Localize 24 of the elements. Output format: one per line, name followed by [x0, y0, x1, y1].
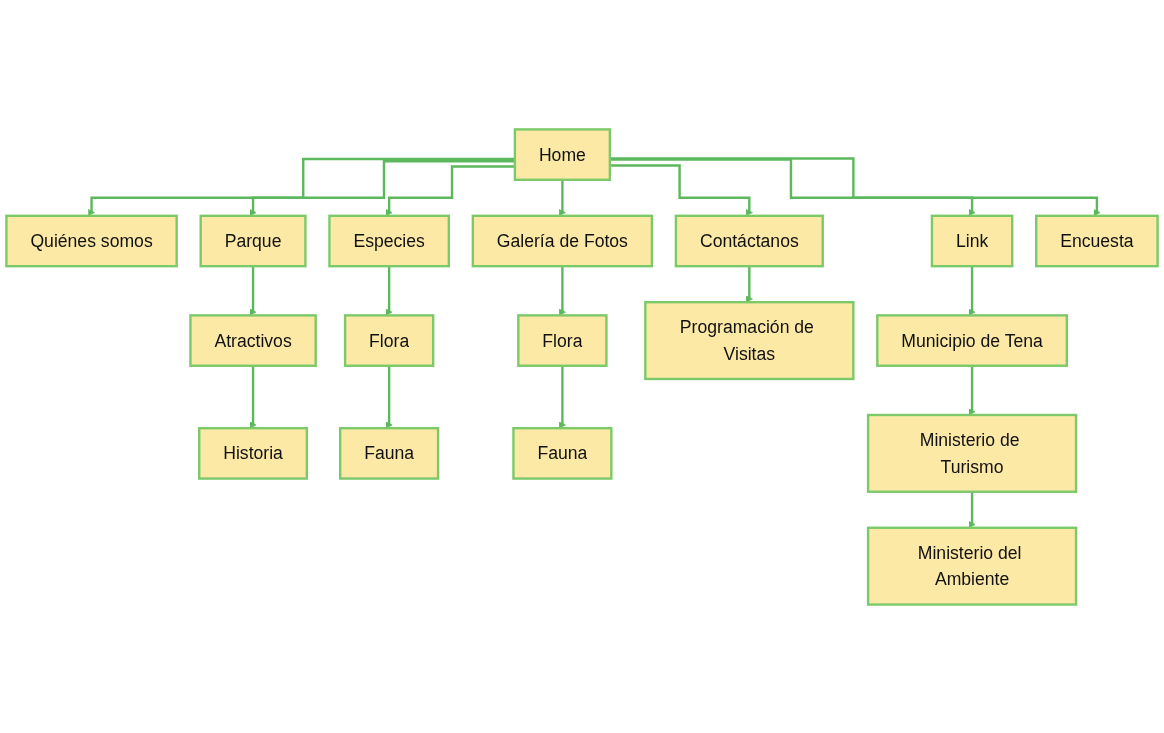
node-box: Especies — [328, 214, 451, 267]
node-box: Fauna — [339, 426, 440, 480]
arrow — [88, 157, 515, 216]
node-box: Quiénes somos — [5, 214, 178, 267]
node-box: Municipio de Tena — [876, 313, 1069, 367]
arrow — [609, 163, 753, 216]
node-box: Ministerio de Turismo — [866, 413, 1078, 493]
node-box: Link — [930, 214, 1014, 267]
node-box: Home — [513, 127, 612, 181]
node-box: Parque — [199, 214, 307, 267]
arrow — [609, 156, 1101, 216]
node-box: Programación de Visitas — [644, 300, 855, 380]
node-box: Flora — [517, 313, 608, 367]
arrow — [249, 159, 515, 216]
arrow — [385, 164, 515, 216]
node-box: Ministerio del Ambiente — [866, 526, 1078, 606]
arrow — [609, 157, 976, 216]
node-box: Galería de Fotos — [471, 214, 654, 267]
node-box: Flora — [343, 313, 435, 367]
node-box: Contáctanos — [674, 214, 824, 267]
node-box: Historia — [198, 426, 309, 480]
node-box: Encuesta — [1035, 214, 1159, 267]
node-box: Atractivos — [189, 313, 317, 367]
node-box: Fauna — [512, 426, 613, 480]
